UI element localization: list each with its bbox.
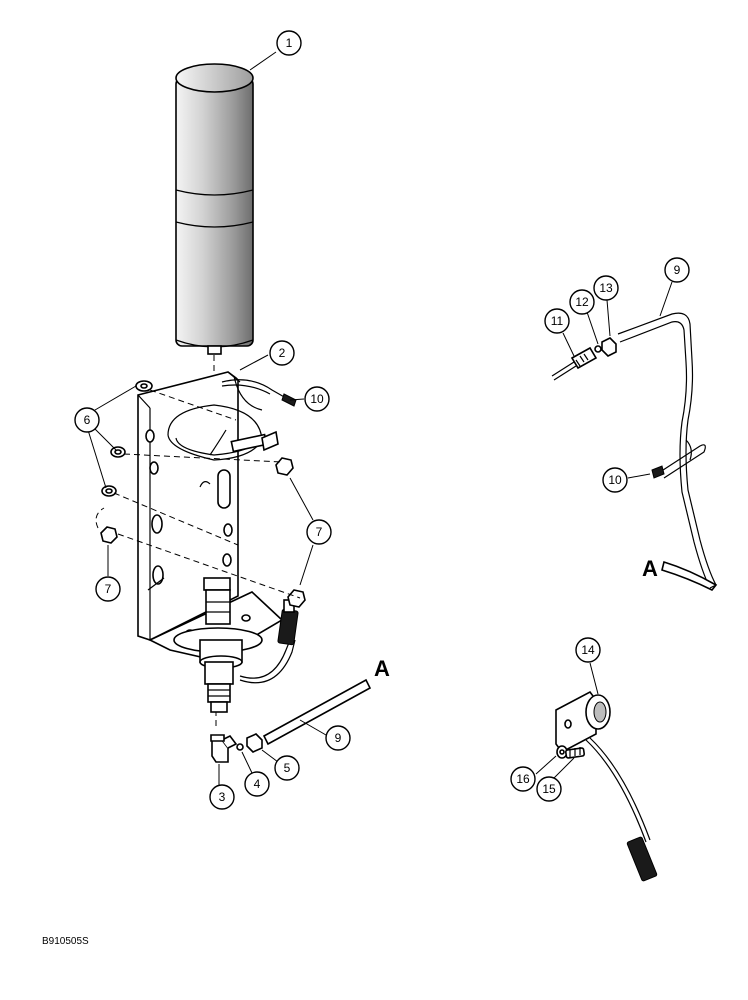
valve-body: [173, 577, 263, 713]
cylinder-part-1: [175, 63, 254, 355]
svg-text:9: 9: [335, 731, 342, 745]
svg-text:1: 1: [286, 36, 293, 50]
svg-text:9: 9: [674, 263, 681, 277]
switch-part-14: [555, 690, 611, 754]
callout-9-main: 9: [325, 725, 351, 751]
fitting-part-11: [551, 346, 598, 381]
washer-part-6: [101, 380, 153, 497]
reference-letter-a-detail: A: [642, 556, 658, 581]
callout-16: 16: [510, 766, 536, 792]
clamp-band: [167, 404, 279, 461]
bolt-part-15: [564, 747, 586, 759]
nut-part-13: [601, 337, 617, 357]
svg-text:5: 5: [284, 761, 291, 775]
reference-letter-a-main: A: [374, 656, 390, 681]
callout-10-detail: 10: [602, 467, 628, 493]
svg-text:12: 12: [575, 295, 589, 309]
callout-13: 13: [593, 275, 619, 301]
callout-4: 4: [244, 771, 270, 797]
svg-text:2: 2: [279, 346, 286, 360]
svg-text:14: 14: [581, 643, 595, 657]
assembly-dashed-lines: [95, 389, 301, 599]
callout-9-detail: 9: [664, 257, 690, 283]
callout-6: 6: [74, 407, 100, 433]
leader-lines: [87, 51, 673, 786]
svg-text:4: 4: [254, 777, 261, 791]
svg-text:13: 13: [599, 281, 613, 295]
svg-text:7: 7: [105, 582, 112, 596]
tube-part-9-main: [262, 678, 372, 746]
callout-1: 1: [276, 30, 302, 56]
strap-part-10-detail: [651, 439, 706, 479]
washer-part-16: [556, 745, 568, 759]
svg-text:16: 16: [516, 772, 530, 786]
drawing-id: B910505S: [42, 936, 89, 947]
callout-7-left: 7: [95, 576, 121, 602]
callout-3: 3: [209, 784, 235, 810]
callout-10-main: 10: [304, 386, 330, 412]
svg-text:10: 10: [310, 392, 324, 406]
nut-part-5: [246, 733, 263, 753]
oring-part-12: [594, 345, 602, 353]
svg-text:10: 10: [608, 473, 622, 487]
svg-text:15: 15: [542, 782, 556, 796]
elbow-part-3: [210, 734, 238, 763]
nut-part-7: [100, 457, 306, 608]
callout-12: 12: [569, 289, 595, 315]
strap-part-10-main: [221, 375, 297, 411]
svg-text:7: 7: [316, 525, 323, 539]
svg-text:11: 11: [551, 314, 564, 328]
callout-5: 5: [274, 755, 300, 781]
tube-part-9-detail: [617, 312, 718, 592]
callout-11: 11: [544, 308, 570, 334]
svg-text:3: 3: [219, 790, 226, 804]
callout-2: 2: [269, 340, 295, 366]
wiring-harness-main: [239, 599, 299, 684]
callout-7-right: 7: [306, 519, 332, 545]
svg-text:6: 6: [84, 413, 91, 427]
callout-15: 15: [536, 776, 562, 802]
oring-part-4: [236, 743, 244, 751]
wiring-harness-detail: [585, 737, 658, 882]
callout-14: 14: [575, 637, 601, 663]
